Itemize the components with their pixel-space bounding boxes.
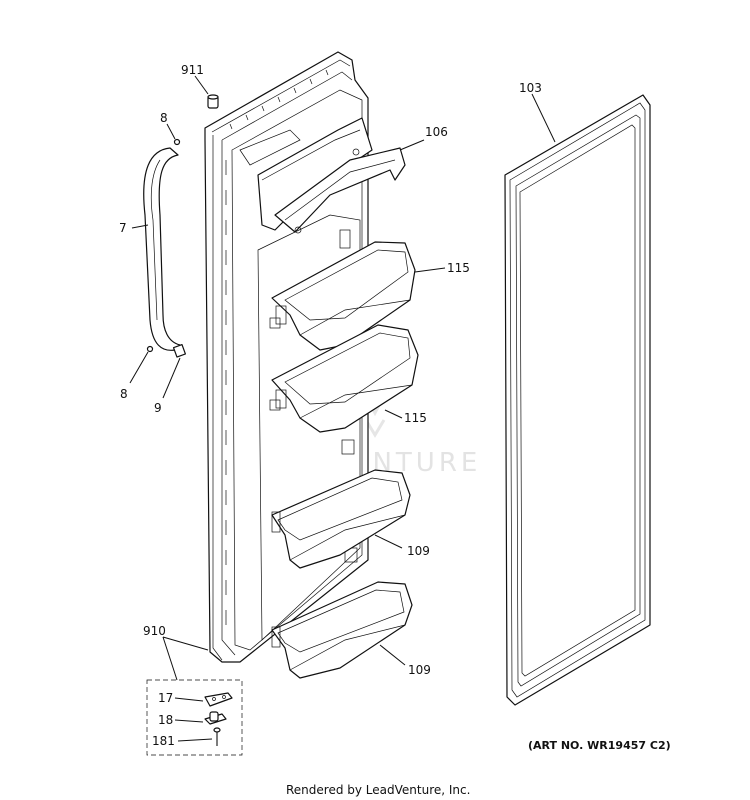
part-9-handle-fitting [172, 343, 187, 358]
part-115-door-bin-upper [271, 241, 416, 351]
part-7-door-handle [143, 147, 181, 351]
callout-17: 17 [158, 691, 173, 705]
callout-115-lower: 115 [404, 411, 427, 425]
callout-181: 181 [152, 734, 175, 748]
part-910-hinge-kit [146, 679, 243, 756]
callout-103: 103 [519, 81, 542, 95]
footer-credit: Rendered by LeadVenture, Inc. [286, 783, 470, 797]
callout-8-lower: 8 [120, 387, 128, 401]
callout-9: 9 [154, 401, 162, 415]
part-8-screw-lower [146, 345, 154, 353]
callout-109-lower: 109 [408, 663, 431, 677]
part-17-hinge-plate [204, 692, 233, 707]
art-number: (ART NO. WR19457 C2) [528, 739, 671, 752]
part-8-screw-upper [173, 138, 181, 146]
callout-7: 7 [119, 221, 127, 235]
callout-18: 18 [158, 713, 173, 727]
callout-8-upper: 8 [160, 111, 168, 125]
leader-lines [129, 75, 556, 742]
part-181-screw [213, 727, 221, 746]
callout-910: 910 [143, 624, 166, 638]
part-18-bushing [204, 711, 227, 725]
part-109-door-bin-upper [271, 469, 411, 569]
part-106-bin-cover [274, 147, 406, 234]
callout-911: 911 [181, 63, 204, 77]
callout-109-upper: 109 [407, 544, 430, 558]
part-911-plug [207, 94, 219, 109]
callout-115-upper: 115 [447, 261, 470, 275]
part-103-door-gasket [504, 94, 651, 706]
part-109-door-bin-lower [271, 581, 413, 679]
part-115-door-bin-lower [271, 324, 419, 433]
callout-106: 106 [425, 125, 448, 139]
